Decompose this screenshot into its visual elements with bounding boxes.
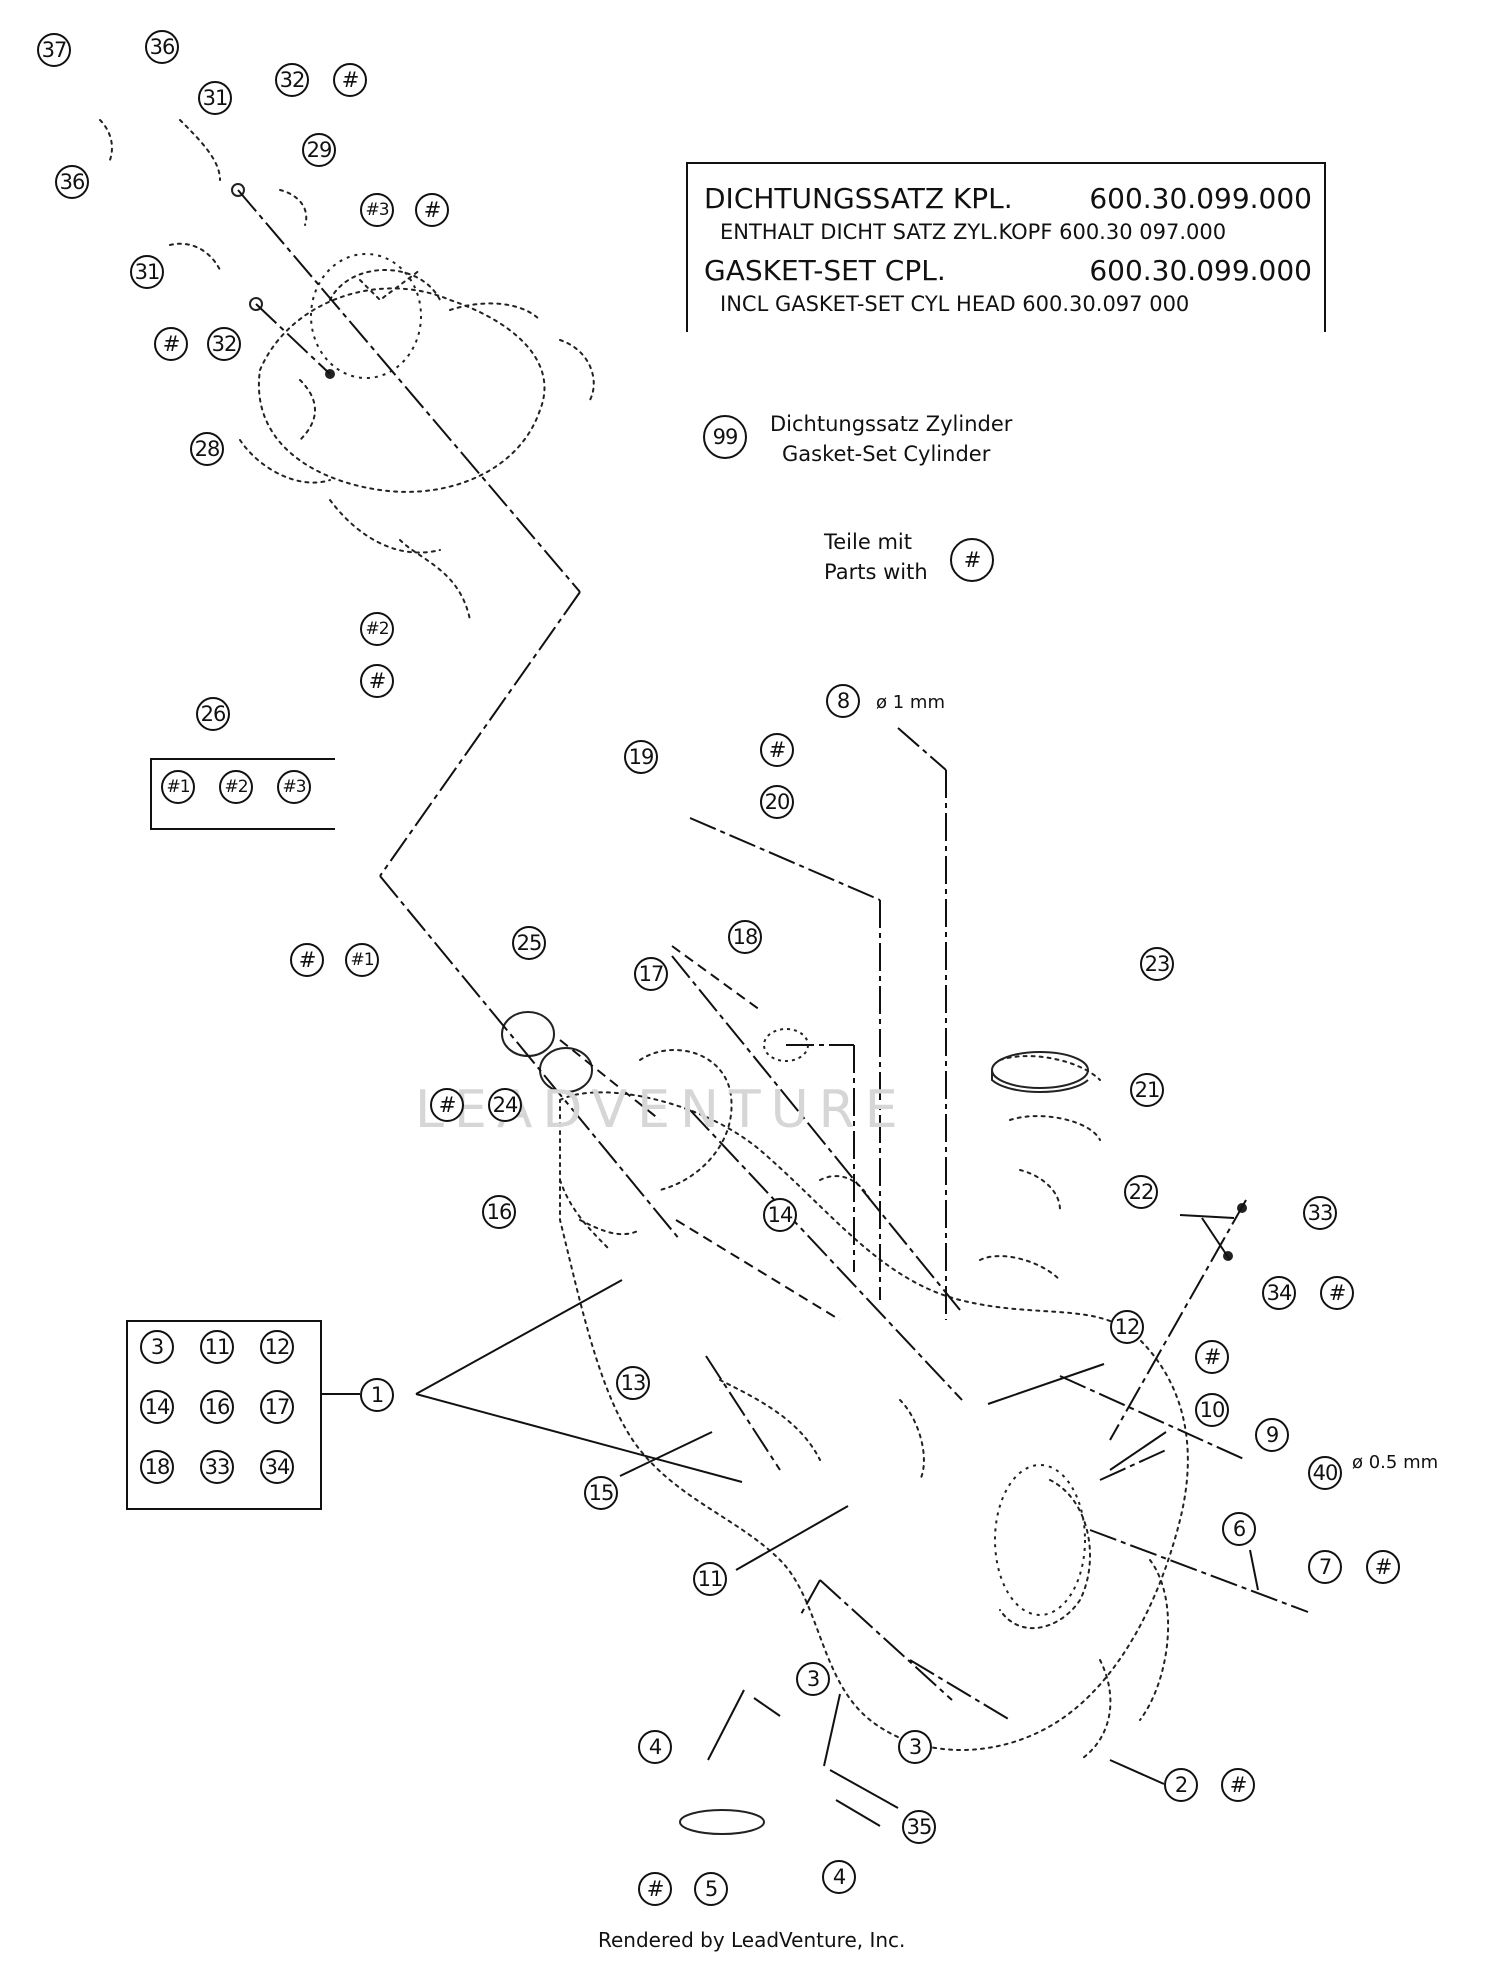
callout-hash[interactable]: #	[1320, 1276, 1354, 1310]
callout-4[interactable]: 4	[638, 1730, 672, 1764]
callout-20[interactable]: 20	[760, 785, 794, 819]
parts-with-en: Parts with	[824, 560, 928, 584]
parts-with-symbol: #	[950, 538, 994, 582]
callout-31[interactable]: 31	[130, 255, 164, 289]
group-item-12[interactable]: 12	[260, 1330, 294, 1364]
gasket-set-box: DICHTUNGSSATZ KPL. 600.30.099.000 ENTHAL…	[686, 162, 1326, 332]
group-item-34[interactable]: 34	[260, 1450, 294, 1484]
kit-box	[150, 758, 335, 830]
callout-10[interactable]: 10	[1195, 1393, 1229, 1427]
callout-8[interactable]: 8	[826, 684, 860, 718]
gasket-set-de-note: ENTHALT DICHT SATZ ZYL.KOPF 600.30 097.0…	[720, 220, 1227, 244]
callout-kit-3[interactable]: #3	[360, 193, 394, 227]
callout-26[interactable]: 26	[196, 697, 230, 731]
callout-3[interactable]: 3	[796, 1662, 830, 1696]
gasket-set-de-number: 600.30.099.000	[1089, 182, 1312, 215]
callout-32[interactable]: 32	[207, 327, 241, 361]
group-item-18[interactable]: 18	[140, 1450, 174, 1484]
callout-3[interactable]: 3	[898, 1730, 932, 1764]
callout-34[interactable]: 34	[1262, 1276, 1296, 1310]
callout-28[interactable]: 28	[190, 432, 224, 466]
callout-29[interactable]: 29	[302, 133, 336, 167]
group-item-16[interactable]: 16	[200, 1390, 234, 1424]
callout-6[interactable]: 6	[1222, 1512, 1256, 1546]
callout-4[interactable]: 4	[822, 1860, 856, 1894]
group-item-14[interactable]: 14	[140, 1390, 174, 1424]
kit-item-3[interactable]: #3	[277, 770, 311, 804]
callout-36[interactable]: 36	[55, 165, 89, 199]
callout-33[interactable]: 33	[1303, 1196, 1337, 1230]
callout-14[interactable]: 14	[763, 1198, 797, 1232]
callout-hash[interactable]: #	[760, 733, 794, 767]
callout-hash[interactable]: #	[638, 1872, 672, 1906]
callout-18[interactable]: 18	[728, 920, 762, 954]
callout-2[interactable]: 2	[1164, 1768, 1198, 1802]
callout-11[interactable]: 11	[693, 1562, 727, 1596]
cylinder-set-de: Dichtungssatz Zylinder	[770, 412, 1013, 436]
callout-hash[interactable]: #	[1366, 1550, 1400, 1584]
gasket-set-en-note: INCL GASKET-SET CYL HEAD 600.30.097 000	[720, 292, 1190, 316]
callout-17[interactable]: 17	[634, 957, 668, 991]
callout-25[interactable]: 25	[512, 926, 546, 960]
kit-item-1[interactable]: #1	[161, 770, 195, 804]
callout-hash[interactable]: #	[290, 943, 324, 977]
callout-19[interactable]: 19	[624, 740, 658, 774]
cylinder-set-en: Gasket-Set Cylinder	[782, 442, 991, 466]
callout-kit-1[interactable]: #1	[345, 943, 379, 977]
callout-7[interactable]: 7	[1308, 1550, 1342, 1584]
callout-9[interactable]: 9	[1255, 1418, 1289, 1452]
group-item-17[interactable]: 17	[260, 1390, 294, 1424]
callout-12[interactable]: 12	[1110, 1310, 1144, 1344]
callout-23[interactable]: 23	[1140, 947, 1174, 981]
parts-with-de: Teile mit	[824, 530, 912, 554]
group-item-11[interactable]: 11	[200, 1330, 234, 1364]
callout-13[interactable]: 13	[616, 1366, 650, 1400]
callout-22[interactable]: 22	[1124, 1175, 1158, 1209]
callout-hash[interactable]: #	[430, 1088, 464, 1122]
group-item-33[interactable]: 33	[200, 1450, 234, 1484]
callout-kit-2[interactable]: #2	[360, 612, 394, 646]
callout-hash[interactable]: #	[415, 193, 449, 227]
gasket-set-en-label: GASKET-SET CPL.	[704, 254, 946, 287]
callout-hash[interactable]: #	[1221, 1768, 1255, 1802]
callout-15[interactable]: 15	[584, 1476, 618, 1510]
callout-16[interactable]: 16	[482, 1195, 516, 1229]
callout-24[interactable]: 24	[488, 1088, 522, 1122]
callout-21[interactable]: 21	[1130, 1073, 1164, 1107]
callout-35[interactable]: 35	[902, 1810, 936, 1844]
dimension-8: ø 1 mm	[876, 692, 945, 713]
callout-5[interactable]: 5	[694, 1872, 728, 1906]
gasket-set-en-number: 600.30.099.000	[1089, 254, 1312, 287]
callout-hash[interactable]: #	[1195, 1340, 1229, 1374]
kit-item-2[interactable]: #2	[219, 770, 253, 804]
callout-37[interactable]: 37	[37, 33, 71, 67]
gasket-set-de-label: DICHTUNGSSATZ KPL.	[704, 182, 1013, 215]
part-1-group-box	[126, 1320, 322, 1510]
callout-hash[interactable]: #	[154, 327, 188, 361]
callout-hash[interactable]: #	[360, 664, 394, 698]
callout-40[interactable]: 40	[1308, 1456, 1342, 1490]
callout-1[interactable]: 1	[360, 1378, 394, 1412]
callout-36[interactable]: 36	[145, 30, 179, 64]
callout-32[interactable]: 32	[275, 63, 309, 97]
dimension-40: ø 0.5 mm	[1352, 1452, 1439, 1473]
callout-hash[interactable]: #	[333, 63, 367, 97]
footer-credit: Rendered by LeadVenture, Inc.	[598, 1928, 906, 1952]
group-item-3[interactable]: 3	[140, 1330, 174, 1364]
callout-99[interactable]: 99	[703, 415, 747, 459]
callout-31[interactable]: 31	[198, 81, 232, 115]
